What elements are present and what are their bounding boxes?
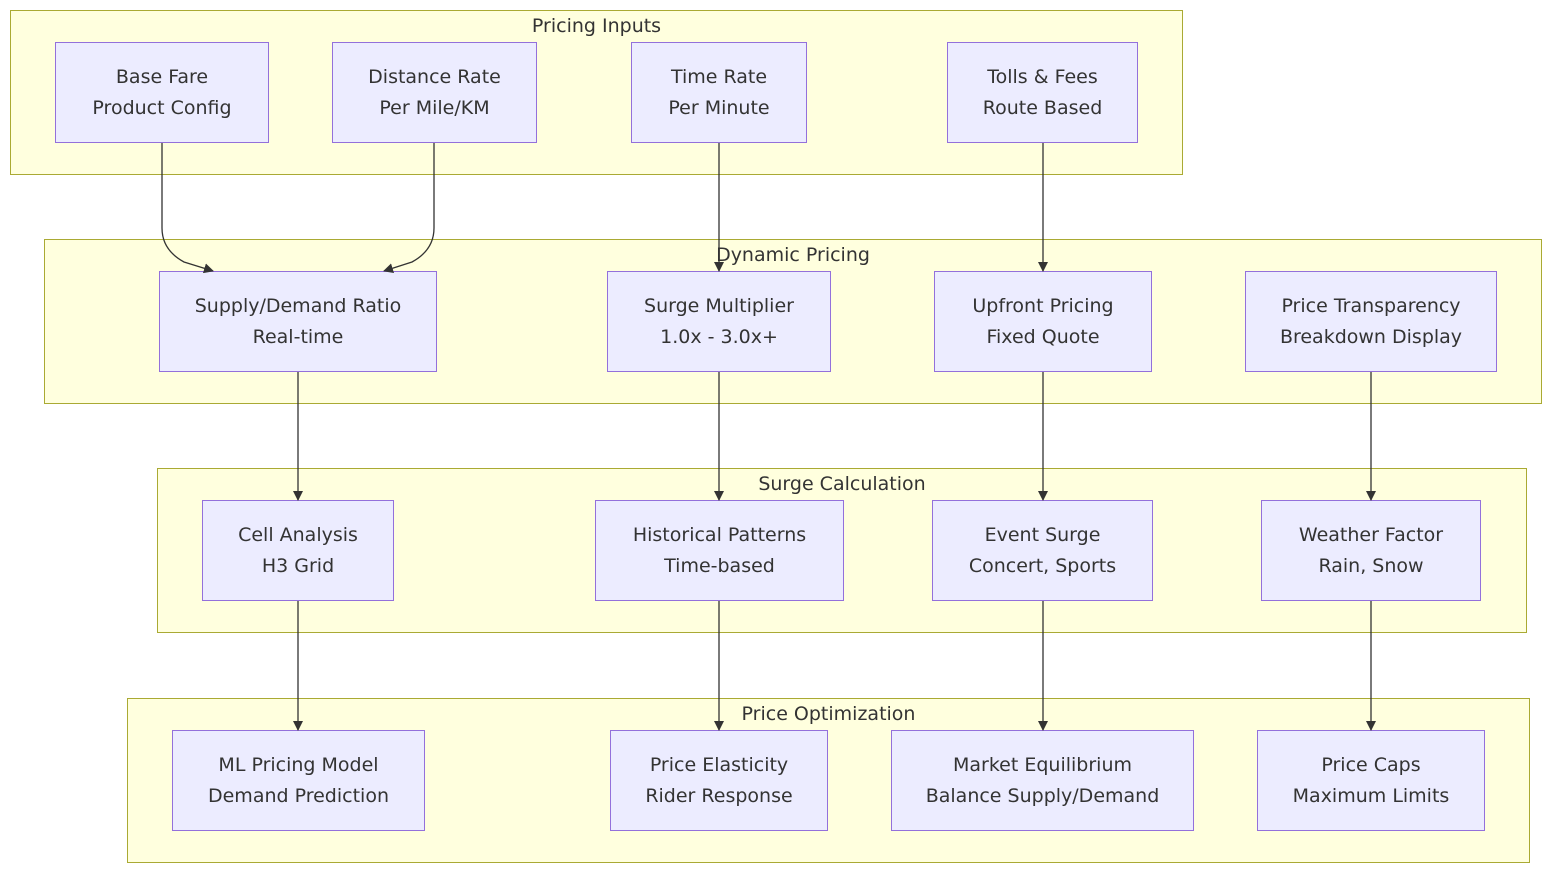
node-sublabel: Per Mile/KM [379, 96, 490, 119]
node-label: ML Pricing Model [218, 753, 379, 776]
node-sublabel: Concert, Sports [968, 554, 1117, 577]
node-label: Price Caps [1321, 753, 1421, 776]
node-label: Price Elasticity [649, 753, 789, 776]
node-price-elasticity: Price Elasticity Rider Response [610, 730, 828, 831]
node-label: Supply/Demand Ratio [194, 294, 402, 317]
cluster-title: Pricing Inputs [531, 15, 662, 37]
node-surge-multiplier: Surge Multiplier 1.0x - 3.0x+ [607, 271, 831, 372]
node-label: Tolls & Fees [987, 65, 1098, 88]
node-sublabel: Rider Response [645, 784, 793, 807]
cluster-title: Dynamic Pricing [716, 244, 870, 266]
node-sublabel: Demand Prediction [207, 784, 389, 807]
node-sublabel: H3 Grid [261, 554, 335, 577]
node-sublabel: Per Minute [668, 96, 770, 119]
node-tolls-fees: Tolls & Fees Route Based [947, 42, 1138, 143]
node-market-equilibrium: Market Equilibrium Balance Supply/Demand [891, 730, 1194, 831]
node-sublabel: Product Config [92, 96, 232, 119]
node-historical-patterns: Historical Patterns Time-based [595, 500, 844, 601]
node-sublabel: Balance Supply/Demand [925, 784, 1160, 807]
node-label: Market Equilibrium [953, 753, 1132, 776]
node-sublabel: 1.0x - 3.0x+ [660, 325, 778, 348]
node-label: Historical Patterns [632, 523, 807, 546]
node-label: Cell Analysis [238, 523, 358, 546]
cluster-title: Price Optimization [741, 703, 916, 725]
node-event-surge: Event Surge Concert, Sports [932, 500, 1153, 601]
node-sublabel: Fixed Quote [986, 325, 1100, 348]
node-label: Distance Rate [368, 65, 501, 88]
node-label: Base Fare [115, 65, 209, 88]
node-cell-analysis: Cell Analysis H3 Grid [202, 500, 394, 601]
node-base-fare: Base Fare Product Config [55, 42, 269, 143]
node-label: Surge Multiplier [644, 294, 794, 317]
node-price-transparency: Price Transparency Breakdown Display [1245, 271, 1497, 372]
node-weather-factor: Weather Factor Rain, Snow [1261, 500, 1481, 601]
node-label: Time Rate [670, 65, 768, 88]
node-sublabel: Route Based [982, 96, 1103, 119]
node-supply-demand-ratio: Supply/Demand Ratio Real-time [159, 271, 437, 372]
node-distance-rate: Distance Rate Per Mile/KM [332, 42, 537, 143]
node-sublabel: Maximum Limits [1292, 784, 1450, 807]
node-sublabel: Time-based [664, 554, 775, 577]
node-time-rate: Time Rate Per Minute [631, 42, 807, 143]
node-label: Weather Factor [1298, 523, 1444, 546]
node-sublabel: Real-time [252, 325, 344, 348]
cluster-title: Surge Calculation [758, 473, 926, 495]
node-price-caps: Price Caps Maximum Limits [1257, 730, 1485, 831]
node-label: Event Surge [984, 523, 1101, 546]
node-ml-pricing-model: ML Pricing Model Demand Prediction [172, 730, 425, 831]
node-sublabel: Breakdown Display [1279, 325, 1463, 348]
node-label: Upfront Pricing [972, 294, 1114, 317]
node-sublabel: Rain, Snow [1318, 554, 1424, 577]
node-label: Price Transparency [1281, 294, 1461, 317]
node-upfront-pricing: Upfront Pricing Fixed Quote [934, 271, 1152, 372]
